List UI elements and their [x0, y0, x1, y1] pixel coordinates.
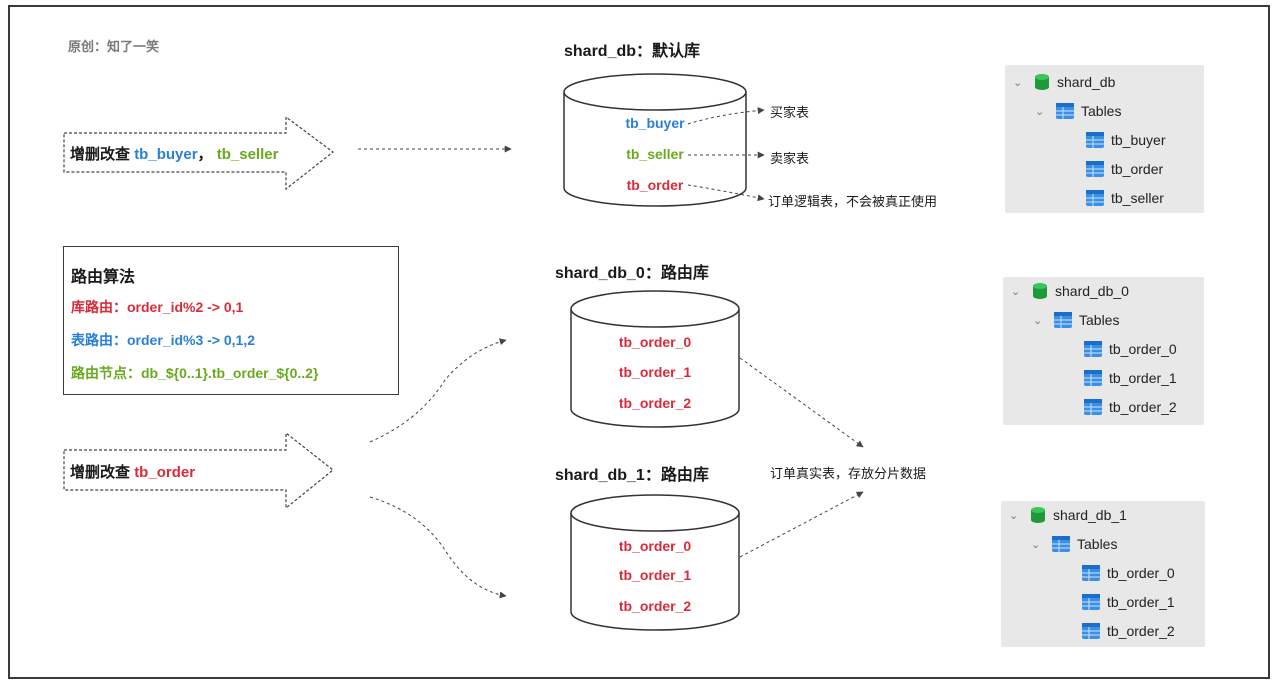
routing-node-rule: 路由节点：db_${0..1}.tb_order_${0..2}: [71, 365, 319, 381]
db-0-table-2: tb_order_2: [618, 395, 692, 411]
tree-item-label: tb_order: [1111, 161, 1164, 177]
note-seller: 卖家表: [770, 151, 810, 166]
db-1-table-2: tb_order_2: [618, 598, 692, 614]
tree-panel-shard-db: ⌄ shard_db ⌄ Tables tb_buyer tb_order tb…: [1005, 65, 1204, 213]
chevron-down-icon[interactable]: ⌄: [1013, 76, 1023, 89]
tree-item-label: tb_order_1: [1107, 594, 1175, 610]
table-icon: [1084, 399, 1102, 415]
arrow-bottom-item-order: tb_order: [134, 464, 196, 481]
tree-panel-shard-db-1: ⌄ shard_db_1 ⌄ Tables tb_order_0 tb_orde…: [1001, 501, 1205, 647]
tree-db-name: shard_db: [1057, 74, 1116, 90]
table-icon: [1084, 370, 1102, 386]
chevron-down-icon[interactable]: ⌄: [1009, 509, 1019, 522]
table-icon: [1082, 623, 1100, 639]
connector-bottom-down: [369, 496, 507, 599]
cylinder-table-buyer: tb_buyer: [625, 115, 685, 131]
tree-item-label: tb_order_0: [1109, 341, 1177, 357]
tree-db-row[interactable]: ⌄ shard_db_1: [1009, 506, 1127, 524]
table-icon: [1082, 594, 1100, 610]
tree-item[interactable]: tb_order_1: [1081, 593, 1175, 611]
database-icon: [1031, 507, 1045, 523]
tree-item[interactable]: tb_order: [1085, 160, 1163, 178]
table-icon: [1086, 161, 1104, 177]
database-icon: [1033, 283, 1047, 299]
tree-group-row[interactable]: ⌄ Tables: [1031, 535, 1117, 553]
tree-item[interactable]: tb_order_2: [1081, 622, 1175, 640]
tree-item[interactable]: tb_seller: [1085, 189, 1164, 207]
shard-note: 订单真实表，存放分片数据: [770, 466, 927, 481]
db-default-title: shard_db：默认库: [564, 43, 701, 60]
tree-group-name: Tables: [1077, 536, 1118, 552]
tree-item-label: tb_order_2: [1107, 623, 1175, 639]
connector-db0-shard: [739, 357, 864, 448]
db-0-title: shard_db_0：路由库: [555, 265, 709, 282]
note-order: 订单逻辑表，不会被真正使用: [768, 194, 938, 209]
tree-item[interactable]: tb_order_0: [1083, 340, 1177, 358]
routing-table-rule: 表路由：order_id%3 -> 0,1,2: [71, 332, 256, 348]
db-1-table-1: tb_order_1: [618, 567, 692, 583]
credit-text: 原创：知了一笑: [68, 39, 160, 54]
db-0-table-0: tb_order_0: [618, 334, 692, 350]
tree-db-row[interactable]: ⌄ shard_db_0: [1011, 282, 1129, 300]
db-1-table-0: tb_order_0: [618, 538, 692, 554]
cylinder-shard-db-1: [570, 494, 740, 631]
table-icon: [1082, 565, 1100, 581]
connector-order-note: [687, 184, 765, 202]
connector-buyer-note: [687, 107, 765, 125]
block-arrow-bottom: [63, 431, 334, 510]
cylinder-shard-db-0: [570, 290, 740, 428]
tree-item[interactable]: tb_order_1: [1083, 369, 1177, 387]
table-icon: [1054, 312, 1072, 328]
tree-item[interactable]: tb_buyer: [1085, 131, 1165, 149]
arrow-top-sep: ，: [197, 146, 213, 163]
tree-item[interactable]: tb_order_0: [1081, 564, 1175, 582]
table-icon: [1086, 190, 1104, 206]
routing-title: 路由算法: [71, 269, 136, 286]
cylinder-table-seller: tb_seller: [626, 146, 684, 162]
table-icon: [1056, 103, 1074, 119]
tree-group-row[interactable]: ⌄ Tables: [1033, 311, 1119, 329]
table-icon: [1086, 132, 1104, 148]
chevron-down-icon[interactable]: ⌄: [1011, 285, 1021, 298]
tree-item-label: tb_order_1: [1109, 370, 1177, 386]
arrow-top-prefix: 增删改查: [70, 146, 131, 163]
arrow-top-label: 增删改查 tb_buyer， tb_seller: [70, 143, 278, 164]
database-icon: [1035, 74, 1049, 90]
db-1-title: shard_db_1：路由库: [555, 467, 709, 484]
connector-bottom-up: [369, 338, 507, 443]
tree-item-label: tb_order_0: [1107, 565, 1175, 581]
table-icon: [1052, 536, 1070, 552]
tree-group-row[interactable]: ⌄ Tables: [1035, 102, 1121, 120]
arrow-top-item-buyer: tb_buyer: [134, 146, 198, 163]
tree-db-row[interactable]: ⌄ shard_db: [1013, 73, 1115, 91]
chevron-down-icon[interactable]: ⌄: [1035, 105, 1045, 118]
tree-item[interactable]: tb_order_2: [1083, 398, 1177, 416]
arrow-bottom-prefix: 增删改查: [70, 464, 131, 481]
tree-group-name: Tables: [1081, 103, 1122, 119]
connector-db1-shard: [739, 491, 864, 558]
tree-panel-shard-db-0: ⌄ shard_db_0 ⌄ Tables tb_order_0 tb_orde…: [1003, 277, 1204, 425]
chevron-down-icon[interactable]: ⌄: [1031, 538, 1041, 551]
note-buyer: 买家表: [770, 105, 810, 120]
table-icon: [1084, 341, 1102, 357]
arrow-top-item-seller: tb_seller: [216, 146, 279, 163]
block-arrow-top: [63, 115, 334, 191]
tree-group-name: Tables: [1079, 312, 1120, 328]
tree-db-name: shard_db_1: [1053, 507, 1127, 523]
routing-box: 路由算法 库路由：order_id%2 -> 0,1 表路由：order_id%…: [63, 246, 399, 395]
db-0-table-1: tb_order_1: [618, 364, 692, 380]
tree-item-label: tb_seller: [1111, 190, 1164, 206]
cylinder-table-order: tb_order: [626, 177, 684, 193]
tree-item-label: tb_order_2: [1109, 399, 1177, 415]
tree-db-name: shard_db_0: [1055, 283, 1129, 299]
chevron-down-icon[interactable]: ⌄: [1033, 314, 1043, 327]
tree-item-label: tb_buyer: [1111, 132, 1166, 148]
arrow-bottom-label: 增删改查 tb_order: [70, 461, 195, 482]
routing-db-rule: 库路由：order_id%2 -> 0,1: [71, 299, 244, 315]
